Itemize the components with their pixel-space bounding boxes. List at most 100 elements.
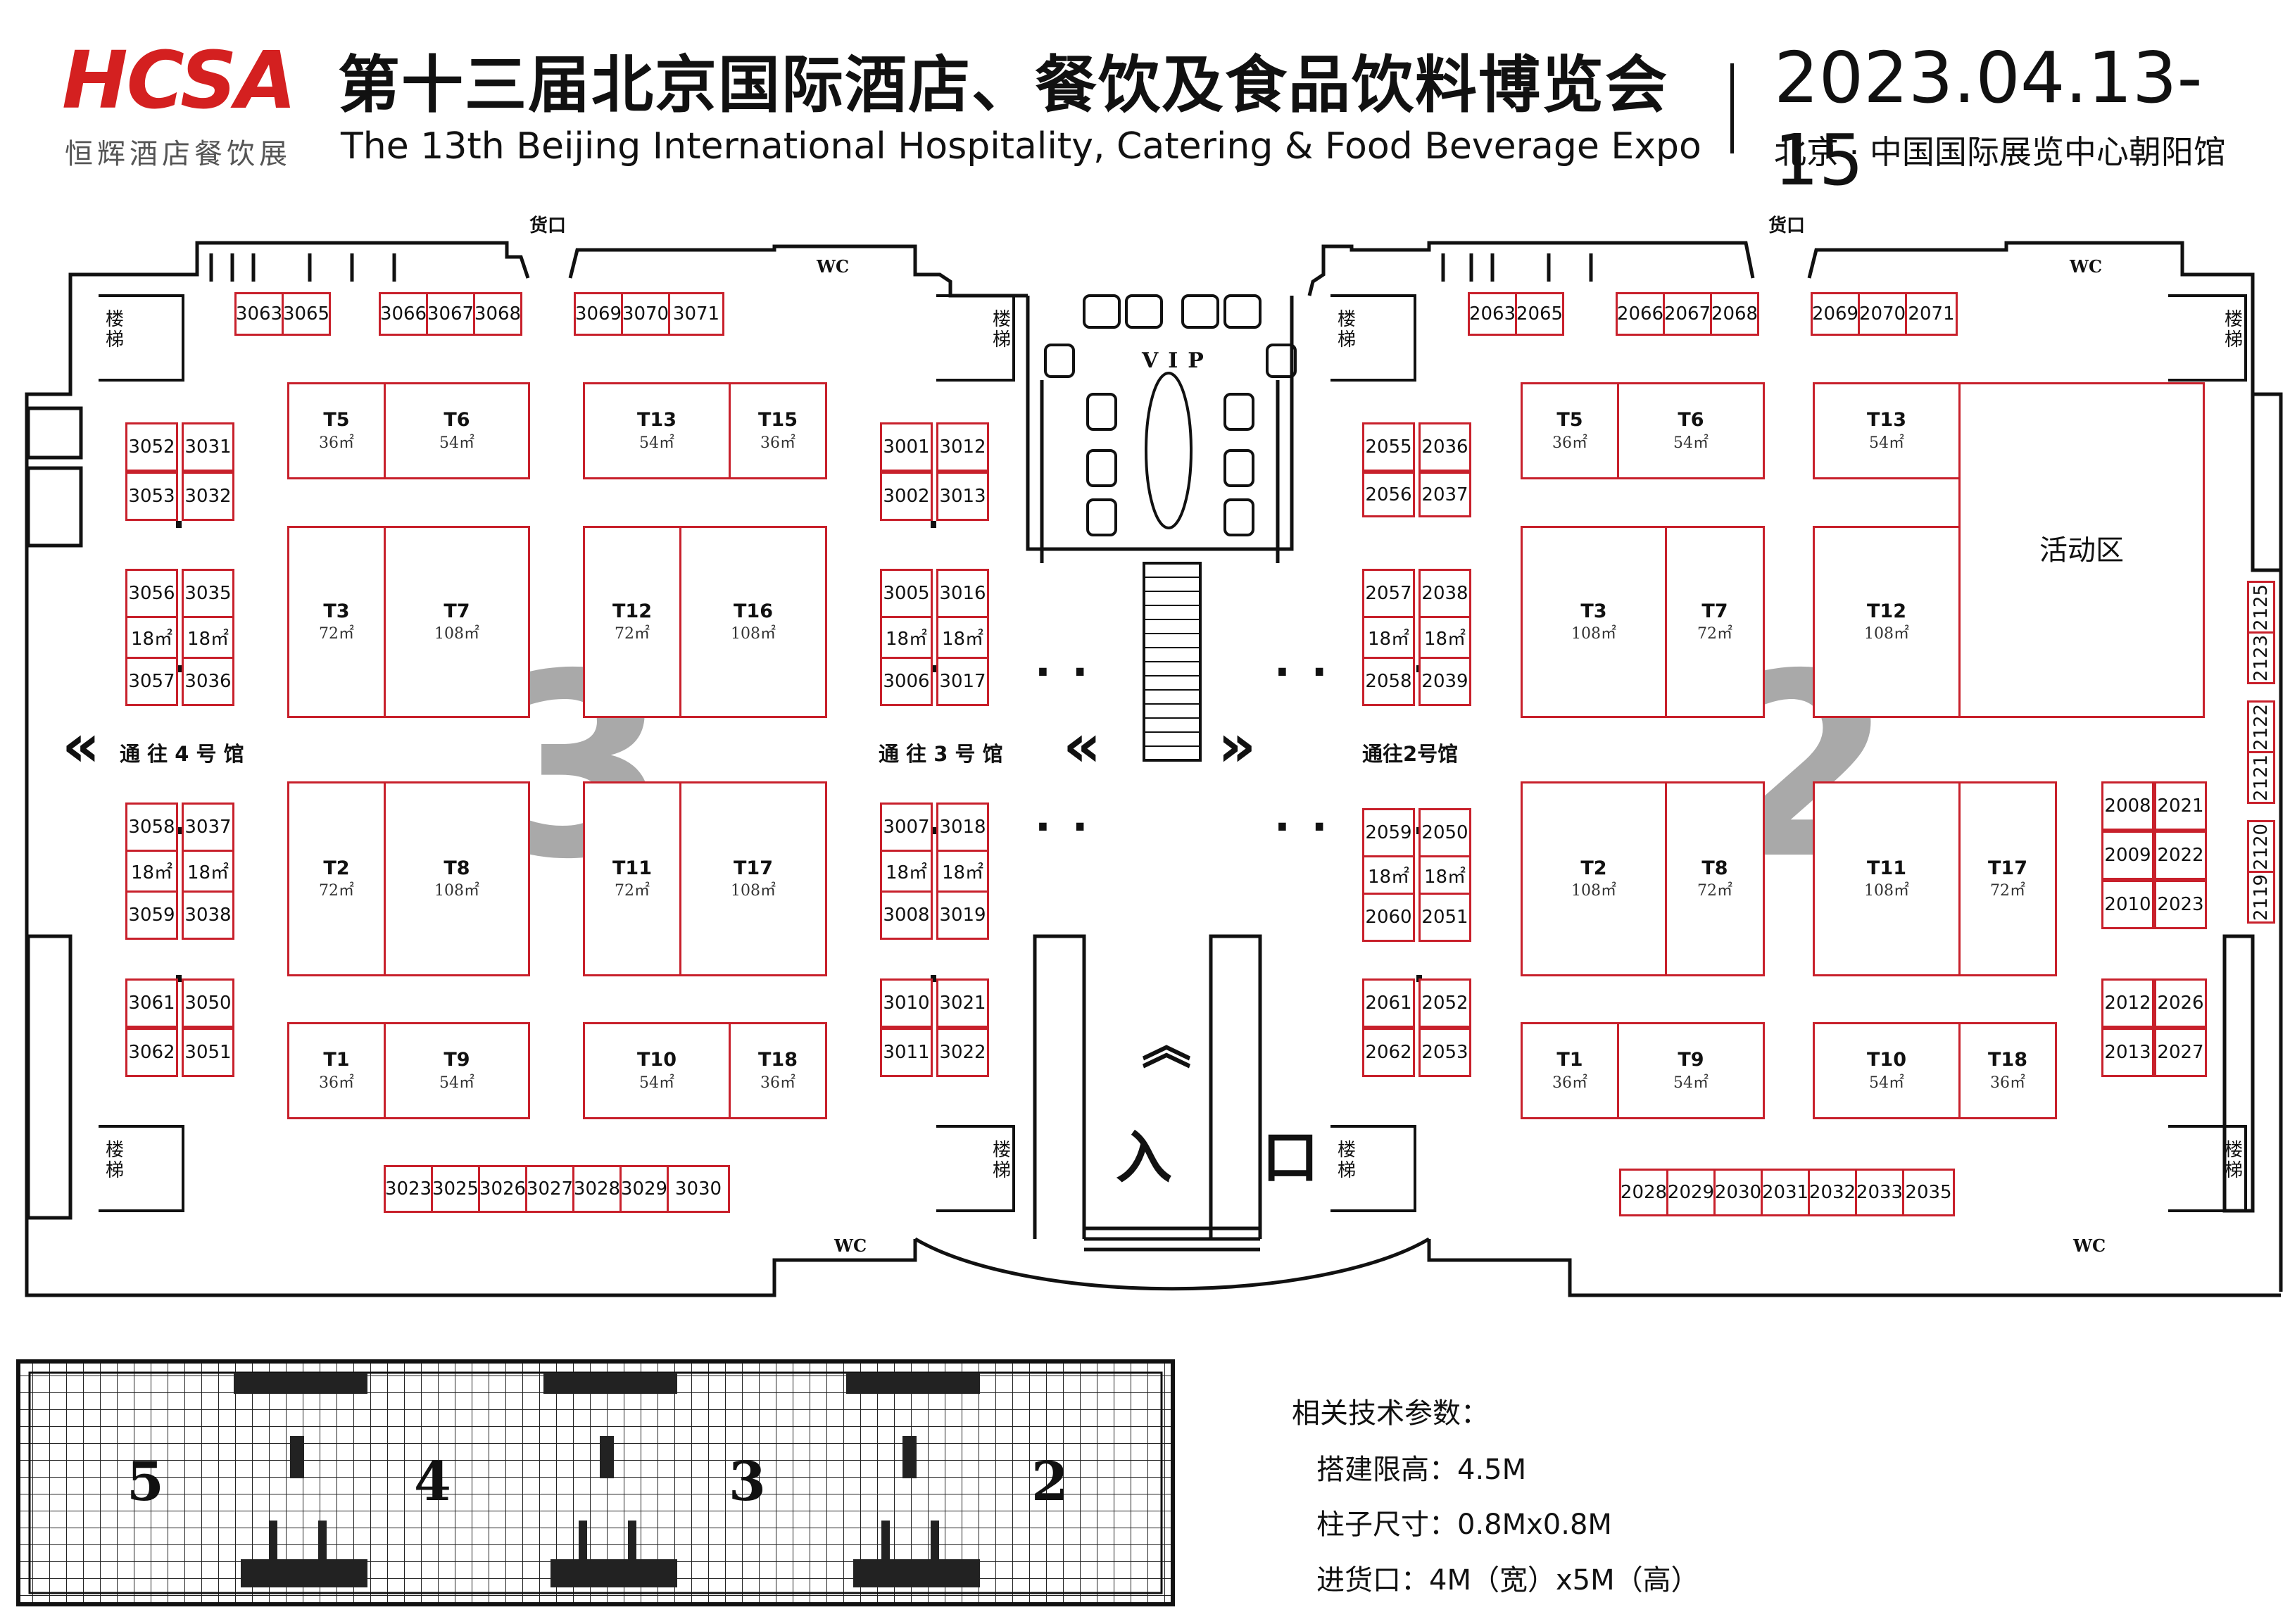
stand[interactable]: 2060 [1362, 893, 1415, 942]
stand[interactable]: 2121 [2247, 751, 2275, 804]
stand[interactable]: 2031 [1761, 1169, 1810, 1216]
stand[interactable]: 2029 [1666, 1169, 1716, 1216]
stand[interactable]: 3027 [525, 1165, 574, 1213]
stand[interactable]: 3067 [426, 292, 475, 336]
stand[interactable]: 3011 [880, 1028, 933, 1077]
stand[interactable]: 3022 [936, 1028, 989, 1077]
stand[interactable]: 3061 [125, 978, 178, 1028]
stand[interactable]: 2021 [2154, 781, 2207, 831]
stand[interactable]: 3008 [880, 890, 933, 940]
stand[interactable]: 2013 [2101, 1028, 2154, 1077]
stand[interactable]: 3016 [936, 569, 989, 618]
stand[interactable]: 2026 [2154, 978, 2207, 1028]
stand[interactable]: 2059 [1362, 808, 1415, 857]
stand[interactable]: 2119 [2247, 871, 2275, 924]
stand[interactable]: 3001 [880, 422, 933, 472]
stand[interactable]: 2032 [1808, 1169, 1857, 1216]
stand[interactable]: 3002 [880, 472, 933, 521]
stand[interactable]: 3028 [572, 1165, 622, 1213]
stand[interactable]: 3058 [125, 802, 178, 852]
stand[interactable]: 3071 [668, 292, 724, 336]
stand[interactable]: 3018 [936, 802, 989, 852]
stand[interactable]: 3038 [182, 890, 234, 940]
stand[interactable]: 2061 [1362, 978, 1415, 1028]
stand[interactable]: 2028 [1619, 1169, 1668, 1216]
stand[interactable]: 2038 [1418, 569, 1471, 618]
stand[interactable]: 2066 [1616, 292, 1665, 336]
stand[interactable]: 2033 [1855, 1169, 1904, 1216]
stand[interactable]: 3023 [384, 1165, 433, 1213]
stand[interactable]: 2120 [2247, 820, 2275, 873]
stand[interactable]: 2010 [2101, 880, 2154, 929]
stand[interactable]: 2036 [1418, 422, 1471, 472]
stand[interactable]: 3059 [125, 890, 178, 940]
stand[interactable]: 2027 [2154, 1028, 2207, 1077]
stand[interactable]: 3031 [182, 422, 234, 472]
stand[interactable]: 2069 [1811, 292, 1860, 336]
stand[interactable]: 2062 [1362, 1028, 1415, 1077]
stand[interactable]: 3052 [125, 422, 178, 472]
stand[interactable]: 3035 [182, 569, 234, 618]
stand[interactable]: 3013 [936, 472, 989, 521]
stand[interactable]: 2063 [1468, 292, 1517, 336]
stand[interactable]: 2055 [1362, 422, 1415, 472]
stand[interactable]: 2057 [1362, 569, 1415, 618]
stand[interactable]: 3070 [621, 292, 670, 336]
stand[interactable]: 2056 [1362, 472, 1415, 517]
stand[interactable]: 3037 [182, 802, 234, 852]
activity-area[interactable]: 活动区 [1958, 382, 2205, 718]
stand[interactable]: 3010 [880, 978, 933, 1028]
stand[interactable]: 2052 [1418, 978, 1471, 1028]
stand[interactable]: 2051 [1418, 893, 1471, 942]
stand[interactable]: 2053 [1418, 1028, 1471, 1077]
stand[interactable]: 2067 [1663, 292, 1712, 336]
stand[interactable]: 2125 [2247, 581, 2275, 634]
stand[interactable]: 2065 [1515, 292, 1564, 336]
stand[interactable]: 3012 [936, 422, 989, 472]
stand[interactable]: 3029 [619, 1165, 669, 1213]
stand[interactable]: 3062 [125, 1028, 178, 1077]
stand[interactable]: 3032 [182, 472, 234, 521]
stand[interactable]: 2050 [1418, 808, 1471, 857]
stand[interactable]: 2035 [1902, 1169, 1955, 1216]
stand[interactable]: 3063 [234, 292, 284, 336]
stand[interactable]: 2009 [2101, 831, 2154, 880]
stand[interactable]: 2071 [1905, 292, 1958, 336]
stand[interactable]: 2123 [2247, 631, 2275, 684]
stand[interactable]: 3057 [125, 657, 178, 706]
stand[interactable]: 3056 [125, 569, 178, 618]
stand[interactable]: 2030 [1713, 1169, 1763, 1216]
stand[interactable]: 3066 [379, 292, 428, 336]
stand[interactable]: 3050 [182, 978, 234, 1028]
stand[interactable]: 2039 [1418, 657, 1471, 706]
stand[interactable]: 3006 [880, 657, 933, 706]
stand[interactable]: 2037 [1418, 472, 1471, 517]
stand[interactable]: 2068 [1710, 292, 1759, 336]
stand[interactable]: 2022 [2154, 831, 2207, 880]
stand[interactable]: 3026 [478, 1165, 527, 1213]
